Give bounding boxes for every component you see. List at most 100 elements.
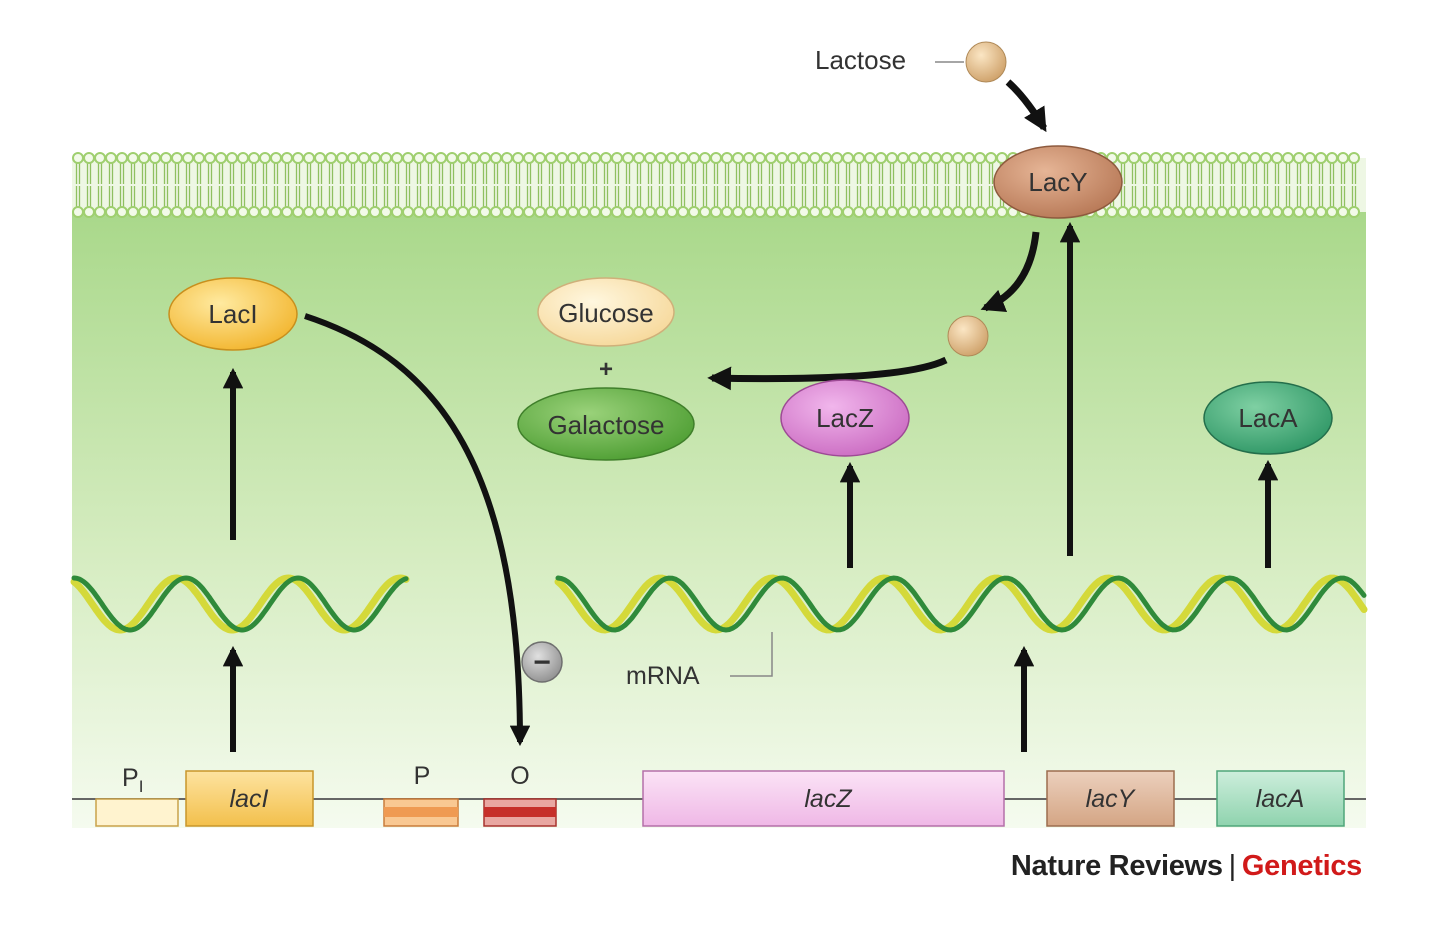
lipid-head [314, 206, 326, 218]
lipid-head [512, 206, 524, 218]
lipid-head [952, 206, 964, 218]
operon-mrna [554, 574, 1368, 634]
lacy-protein-label: LacY [1028, 167, 1087, 197]
laci-protein [168, 277, 298, 351]
lactose-uptake-arrow [1005, 79, 1048, 133]
lipid-head [193, 152, 205, 164]
lactose-molecule-outside [965, 41, 1007, 83]
lipid-head [952, 152, 964, 164]
lipid-head [633, 152, 645, 164]
lipid-head [1293, 206, 1305, 218]
lipid-head [1161, 206, 1173, 218]
publisher-credit: Nature Reviews|Genetics [1011, 850, 1362, 883]
lipid-head [1205, 206, 1217, 218]
lipid-head [787, 152, 799, 164]
lipid-head [886, 152, 898, 164]
lipid-head [963, 206, 975, 218]
lipid-head [600, 206, 612, 218]
lacy-gene [1046, 770, 1175, 827]
lipid-head [1216, 206, 1228, 218]
lipid-head [435, 206, 447, 218]
lipid-head [1315, 152, 1327, 164]
lipid-head [1304, 206, 1316, 218]
lipid-head [369, 206, 381, 218]
lipid-head [732, 152, 744, 164]
lipid-head [468, 206, 480, 218]
lipid-head [534, 206, 546, 218]
lacz-gene-label: lacZ [804, 785, 852, 813]
lipid-head [248, 152, 260, 164]
lipid-head [292, 152, 304, 164]
laca-gene [1216, 770, 1345, 827]
lipid-head [116, 152, 128, 164]
lipid-head [919, 206, 931, 218]
lactose-molecule-inside [947, 315, 989, 357]
lipid-head [534, 152, 546, 164]
lipid-head [1172, 206, 1184, 218]
laca-gene-label: lacA [1256, 785, 1305, 813]
lipid-head [699, 206, 711, 218]
lipid-head [831, 206, 843, 218]
lipid-head [303, 206, 315, 218]
laci-protein-label: LacI [208, 299, 257, 329]
lipid-head [1249, 206, 1261, 218]
promoter-box-stripe [384, 807, 458, 817]
lipid-head [501, 206, 513, 218]
lipid-head [578, 152, 590, 164]
lipid-head [1183, 206, 1195, 218]
lipid-head [897, 152, 909, 164]
lipid-head [127, 152, 139, 164]
lipid-head [1216, 152, 1228, 164]
lipid-head [1238, 152, 1250, 164]
lipid-head [787, 206, 799, 218]
laca-protein [1203, 381, 1333, 455]
lipid-head [314, 152, 326, 164]
lactose-release-arrow [980, 231, 1040, 312]
lipid-head [512, 152, 524, 164]
lipid-head [589, 206, 601, 218]
lipid-head [798, 152, 810, 164]
lipid-head [1337, 206, 1349, 218]
lipid-head [160, 152, 172, 164]
lipid-head [171, 206, 183, 218]
lipid-head [1326, 152, 1338, 164]
lipid-head [325, 152, 337, 164]
lipid-head [1304, 152, 1316, 164]
mrna-strand-dark [555, 575, 1367, 633]
lipid-head [105, 152, 117, 164]
mrna-label: mRNA [626, 662, 700, 690]
lipid-head [347, 206, 359, 218]
lipid-head [666, 206, 678, 218]
lipid-head [501, 152, 513, 164]
lipid-head [226, 206, 238, 218]
lipid-head [798, 206, 810, 218]
lipid-head [94, 152, 106, 164]
lipid-head [930, 152, 942, 164]
lipid-head [875, 206, 887, 218]
lipid-head [116, 206, 128, 218]
lipid-head [237, 152, 249, 164]
lipid-head [809, 206, 821, 218]
lipid-head [941, 206, 953, 218]
lipid-head [1282, 206, 1294, 218]
glucose-label: Glucose [558, 298, 653, 328]
lipid-head [985, 206, 997, 218]
laci-mrna [70, 574, 410, 634]
lipid-head [1194, 152, 1206, 164]
lipid-head [1128, 152, 1140, 164]
lipid-head [1150, 206, 1162, 218]
lipid-head [644, 206, 656, 218]
laci-gene-label: lacI [230, 785, 269, 813]
lipid-head [710, 152, 722, 164]
lipid-head [578, 206, 590, 218]
lipid-head [259, 152, 271, 164]
lipid-head [248, 206, 260, 218]
lipid-head [666, 152, 678, 164]
inhibition-minus-sign: − [533, 646, 551, 679]
lipid-head [402, 152, 414, 164]
lipid-head [204, 152, 216, 164]
lipid-head [336, 206, 348, 218]
lipid-head [1194, 206, 1206, 218]
